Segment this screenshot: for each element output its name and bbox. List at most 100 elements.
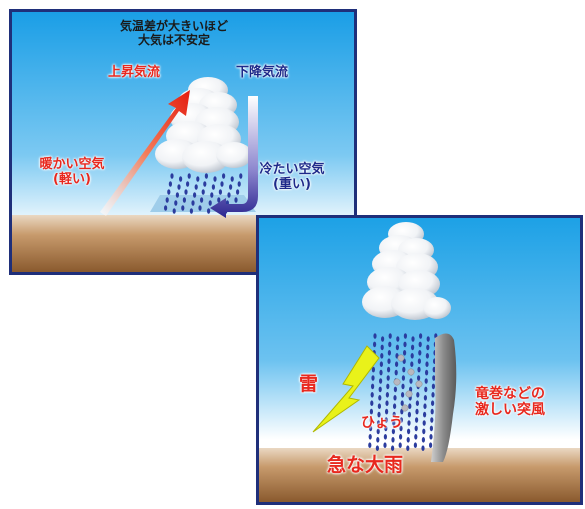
- raindrop-icon: [415, 417, 419, 423]
- raindrop-icon: [368, 434, 372, 440]
- raindrop-icon: [414, 434, 418, 440]
- raindrop-icon: [376, 437, 380, 443]
- raindrop-icon: [399, 425, 403, 432]
- raindrop-icon: [165, 197, 169, 203]
- raindrop-icon: [167, 189, 171, 195]
- raindrop-icon: [426, 336, 430, 342]
- raindrop-icon: [201, 189, 205, 195]
- raindrop-icon: [387, 350, 391, 356]
- raindrop-icon: [432, 375, 436, 381]
- raindrop-icon: [369, 408, 373, 415]
- raindrop-icon: [175, 192, 179, 198]
- raindrop-icon: [407, 420, 411, 426]
- raindrop-icon: [391, 437, 395, 443]
- raindrop-icon: [189, 208, 193, 214]
- raindrop-icon: [419, 333, 423, 339]
- raindrop-icon: [377, 403, 381, 409]
- raindrop-icon: [408, 403, 412, 409]
- raindrop-icon: [418, 350, 422, 356]
- raindrop-icon: [371, 383, 375, 390]
- updraft-label: 上昇気流: [108, 65, 161, 80]
- raindrop-icon: [403, 341, 407, 348]
- raindrop-icon: [401, 392, 405, 398]
- warm-air-label: 暖かい空気 (軽い): [32, 157, 112, 188]
- raindrop-icon: [410, 353, 414, 359]
- lightning-bolt-icon: [312, 345, 380, 433]
- raindrop-icon: [387, 358, 391, 364]
- title: 気温差が大きいほど 大気は不安定: [99, 19, 249, 48]
- raindrop-icon: [207, 208, 211, 214]
- raindrop-icon: [392, 411, 396, 418]
- raindrop-icon: [234, 197, 238, 203]
- raindrop-icon: [394, 369, 398, 376]
- raindrop-icon: [431, 392, 435, 398]
- title-line-2: 大気は不安定: [137, 32, 210, 47]
- raindrop-icon: [395, 344, 399, 351]
- cold-air-text: 冷たい空気: [259, 162, 325, 177]
- raindrop-icon: [181, 205, 185, 211]
- raindrop-icon: [417, 375, 421, 381]
- cold-air-label: 冷たい空気 (重い): [248, 162, 336, 193]
- raindrop-icon: [211, 184, 215, 190]
- raindrop-icon: [400, 400, 404, 406]
- raindrop-icon: [403, 350, 407, 356]
- downdraft-label: 下降気流: [236, 65, 289, 80]
- raindrop-icon: [401, 375, 405, 381]
- raindrop-icon: [422, 420, 426, 426]
- raindrop-icon: [388, 333, 392, 339]
- raindrop-icon: [379, 369, 383, 376]
- raindrop-icon: [187, 173, 191, 179]
- raindrop-icon: [380, 344, 384, 351]
- raindrop-icon: [236, 189, 240, 195]
- raindrop-icon: [403, 333, 407, 339]
- raindrop-icon: [431, 383, 435, 390]
- raindrop-icon: [386, 375, 390, 381]
- raindrop-icon: [373, 333, 377, 339]
- raindrop-icon: [373, 341, 377, 348]
- raindrop-icon: [415, 408, 419, 415]
- raindrop-icon: [417, 358, 421, 364]
- raindrop-icon: [177, 184, 181, 190]
- heavy-rain-label: 急な大雨: [327, 454, 404, 476]
- raindrop-icon: [411, 336, 415, 342]
- raindrop-icon: [239, 173, 243, 179]
- raindrop-icon: [416, 392, 420, 398]
- raindrop-icon: [371, 375, 375, 381]
- raindrop-icon: [415, 400, 419, 406]
- raindrop-icon: [371, 366, 375, 373]
- raindrop-icon: [383, 434, 387, 440]
- raindrop-icon: [370, 400, 374, 406]
- raindrop-icon: [409, 378, 413, 384]
- raindrop-icon: [194, 184, 198, 190]
- raindrop-icon: [203, 181, 207, 187]
- raindrop-icon: [393, 395, 397, 401]
- raindrop-icon: [414, 425, 418, 432]
- raindrop-icon: [393, 403, 397, 409]
- raindrop-icon: [376, 428, 380, 435]
- raindrop-icon: [193, 192, 197, 198]
- raindrop-icon: [204, 173, 208, 179]
- raindrop-icon: [186, 181, 190, 187]
- raindrop-icon: [430, 417, 434, 423]
- raindrop-icon: [380, 353, 384, 359]
- raindrop-icon: [410, 361, 414, 367]
- raindrop-icon: [424, 386, 428, 393]
- raindrop-icon: [407, 428, 411, 435]
- raindrop-icon: [182, 197, 186, 203]
- raindrop-icon: [396, 336, 400, 342]
- raindrop-icon: [213, 176, 217, 182]
- raindrop-icon: [423, 411, 427, 418]
- gust-label-line-2: 激しい突風: [475, 402, 545, 419]
- raindrop-icon: [210, 192, 214, 198]
- raindrop-icon: [196, 176, 200, 182]
- raindrop-icon: [421, 437, 425, 443]
- raindrop-icon: [222, 173, 226, 179]
- raindrop-icon: [423, 403, 427, 409]
- raindrop-icon: [399, 417, 403, 423]
- raindrop-icon: [385, 392, 389, 398]
- raindrop-icon: [393, 386, 397, 393]
- cloud-icon: [362, 222, 451, 320]
- raindrop-icon: [377, 411, 381, 418]
- hail-label: ひょう: [361, 415, 403, 431]
- raindrop-icon: [398, 442, 402, 448]
